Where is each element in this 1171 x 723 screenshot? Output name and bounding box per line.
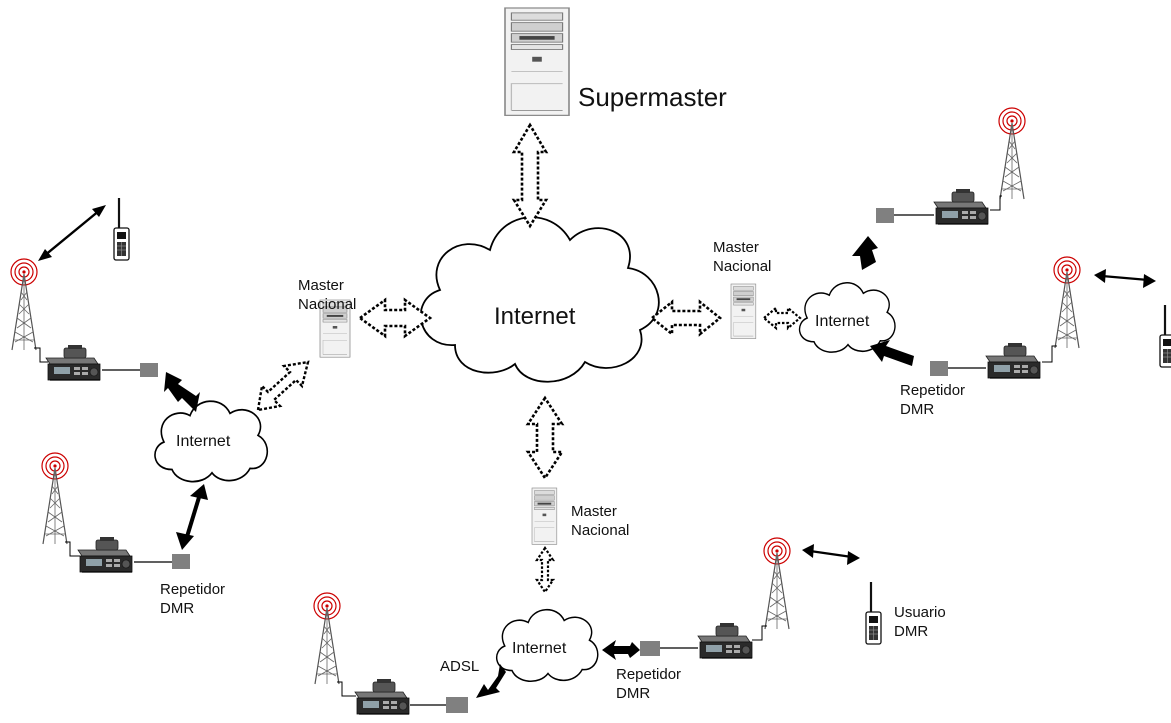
left-lower-mobile-radio-icon xyxy=(77,536,133,573)
right-repetidor-label-line2: DMR xyxy=(900,401,935,418)
supermaster-server-icon xyxy=(504,7,570,117)
left-master-label-line1: Master xyxy=(298,277,344,294)
usuario-label-line1: Usuario xyxy=(894,604,946,621)
bottom-master-label-line2: Nacional xyxy=(571,522,630,539)
left-master-cloud-arrow xyxy=(256,360,310,412)
left-upper-cloud-arrow xyxy=(164,372,200,412)
left-upper-user-link-arrow xyxy=(38,205,106,261)
internet-main-label: Internet xyxy=(494,303,576,330)
bottom-master-link-arrow xyxy=(525,395,565,481)
bottom-right-cloud-arrow xyxy=(602,640,640,660)
bottom-left-mobile-radio-icon xyxy=(354,678,410,715)
bottom-master-label-line1: Master xyxy=(571,503,617,520)
bottom-right-user-link-arrow xyxy=(802,544,860,565)
bottom-repetidor-label-line2: DMR xyxy=(616,685,651,702)
bottom-left-tower-icon xyxy=(313,592,341,685)
right-master-label-line1: Master xyxy=(713,239,759,256)
left-lower-cloud-arrow xyxy=(176,484,208,550)
right-lower-user-link-arrow xyxy=(1094,269,1156,288)
bottom-repetidor-label-line1: Repetidor xyxy=(616,666,682,683)
right-lower-connector xyxy=(930,361,948,376)
right-master-server-icon xyxy=(730,283,757,339)
right-upper-mobile-radio-icon xyxy=(933,188,989,225)
left-repetidor-label-line1: Repetidor xyxy=(160,581,226,598)
left-lower-connector xyxy=(172,554,190,569)
bottom-repetidor-label: Repetidor DMR xyxy=(616,665,681,703)
right-upper-tower-icon xyxy=(998,107,1026,200)
left-upper-tower-icon xyxy=(10,258,38,351)
adsl-label: ADSL xyxy=(440,658,480,675)
left-master-link-arrow xyxy=(357,297,433,339)
right-master-label: Master Nacional xyxy=(713,238,771,276)
left-repetidor-label-line2: DMR xyxy=(160,600,195,617)
right-upper-connector xyxy=(876,208,894,223)
bottom-right-tower-icon xyxy=(763,537,791,630)
usuario-label-line2: DMR xyxy=(894,623,929,640)
bottom-right-handheld-icon xyxy=(864,580,883,646)
right-lower-handheld-icon xyxy=(1158,303,1171,369)
right-repetidor-label-line1: Repetidor xyxy=(900,382,966,399)
bottom-master-server-icon xyxy=(531,487,558,545)
bottom-master-cloud-arrow xyxy=(534,546,556,594)
right-master-label-line2: Nacional xyxy=(713,258,772,275)
left-cloud-label: Internet xyxy=(176,433,231,450)
left-master-label: Master Nacional xyxy=(298,276,356,314)
right-lower-mobile-radio-icon xyxy=(985,342,1041,379)
bottom-cloud-label: Internet xyxy=(512,640,567,657)
left-upper-mobile-radio-icon xyxy=(45,344,101,381)
left-master-label-line2: Nacional xyxy=(298,296,357,313)
left-repetidor-label: Repetidor DMR xyxy=(160,580,225,618)
supermaster-label: Supermaster xyxy=(578,82,727,112)
right-master-link-arrow xyxy=(649,299,723,337)
right-cloud-label: Internet xyxy=(815,313,870,330)
internet-main-cloud-icon xyxy=(420,216,660,383)
right-lower-tower-icon xyxy=(1053,256,1081,349)
left-upper-connector xyxy=(140,363,158,377)
bottom-master-label: Master Nacional xyxy=(571,502,629,540)
right-upper-cloud-arrow xyxy=(852,236,878,270)
bottom-right-mobile-radio-icon xyxy=(697,622,753,659)
left-lower-tower-icon xyxy=(41,452,69,545)
supermaster-link-arrow xyxy=(511,122,549,229)
left-upper-handheld-icon xyxy=(112,196,131,262)
right-repetidor-label: Repetidor DMR xyxy=(900,381,965,419)
right-lower-cloud-arrow xyxy=(870,340,914,366)
usuario-label: Usuario DMR xyxy=(894,603,946,641)
bottom-left-cloud-arrow xyxy=(476,664,506,698)
bottom-right-connector xyxy=(640,641,660,656)
bottom-left-connector xyxy=(446,697,468,713)
right-master-cloud-arrow xyxy=(762,305,802,331)
